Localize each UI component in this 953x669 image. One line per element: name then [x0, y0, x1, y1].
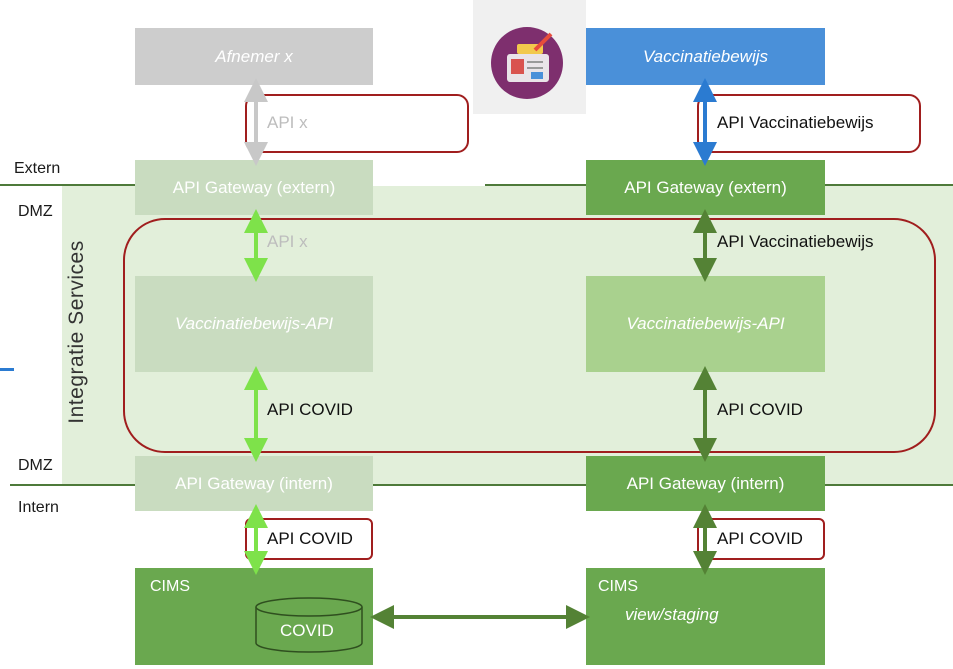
- zone-label-dmz-bottom: DMZ: [18, 457, 53, 474]
- right-cims-box: [586, 568, 825, 665]
- consumer-afnemer-x-label: Afnemer x: [215, 46, 293, 66]
- left-vaccinatiebewijs-api-box: Vaccinatiebewijs-API: [135, 276, 373, 372]
- right-vaccinatiebewijs-api-label: Vaccinatiebewijs-API: [626, 314, 785, 333]
- extern-divider-line: [0, 184, 135, 186]
- right-cims-label: CIMS: [598, 578, 638, 595]
- left-api-covid-low-label: API COVID: [267, 529, 353, 548]
- consumer-vaccinatiebewijs-box: Vaccinatiebewijs: [586, 28, 825, 85]
- right-gateway-intern-label: API Gateway (intern): [626, 473, 785, 493]
- left-gateway-intern-box: API Gateway (intern): [135, 456, 373, 511]
- zone-label-extern: Extern: [14, 160, 61, 177]
- left-api-covid-mid-label: API COVID: [267, 400, 353, 419]
- left-cims-label: CIMS: [150, 578, 190, 595]
- left-gateway-extern-box: API Gateway (extern): [135, 160, 373, 215]
- right-api-vacc-mid-label: API Vaccinatiebewijs: [717, 232, 874, 251]
- covid-database-label: COVID: [280, 621, 334, 640]
- left-api-x-top-label: API x: [267, 113, 308, 132]
- covid-database-icon: [253, 597, 365, 655]
- consumer-vaccinatiebewijs-label: Vaccinatiebewijs: [642, 46, 769, 66]
- right-vaccinatiebewijs-api-box: Vaccinatiebewijs-API: [586, 276, 825, 372]
- right-gateway-extern-label: API Gateway (extern): [624, 177, 787, 197]
- right-api-vacc-top-label: API Vaccinatiebewijs: [717, 113, 874, 132]
- left-gateway-intern-label: API Gateway (intern): [175, 473, 333, 493]
- left-api-x-mid-label: API x: [267, 232, 308, 251]
- zone-label-intern: Intern: [18, 499, 59, 516]
- right-cims-sub-label: view/staging: [625, 605, 719, 624]
- consumer-afnemer-x-box: Afnemer x: [135, 28, 373, 85]
- vaccination-certificate-icon: [487, 24, 575, 102]
- integration-services-frame: [123, 218, 936, 453]
- right-api-covid-low-label: API COVID: [717, 529, 803, 548]
- intern-divider-line: [10, 484, 953, 486]
- right-gateway-intern-box: API Gateway (intern): [586, 456, 825, 511]
- left-vaccinatiebewijs-api-label: Vaccinatiebewijs-API: [174, 314, 334, 333]
- left-gateway-extern-label: API Gateway (extern): [172, 177, 336, 197]
- right-api-covid-mid-label: API COVID: [717, 400, 803, 419]
- zone-label-dmz-top: DMZ: [18, 203, 53, 220]
- edge-marker: [0, 368, 14, 371]
- right-gateway-extern-box: API Gateway (extern): [586, 160, 825, 215]
